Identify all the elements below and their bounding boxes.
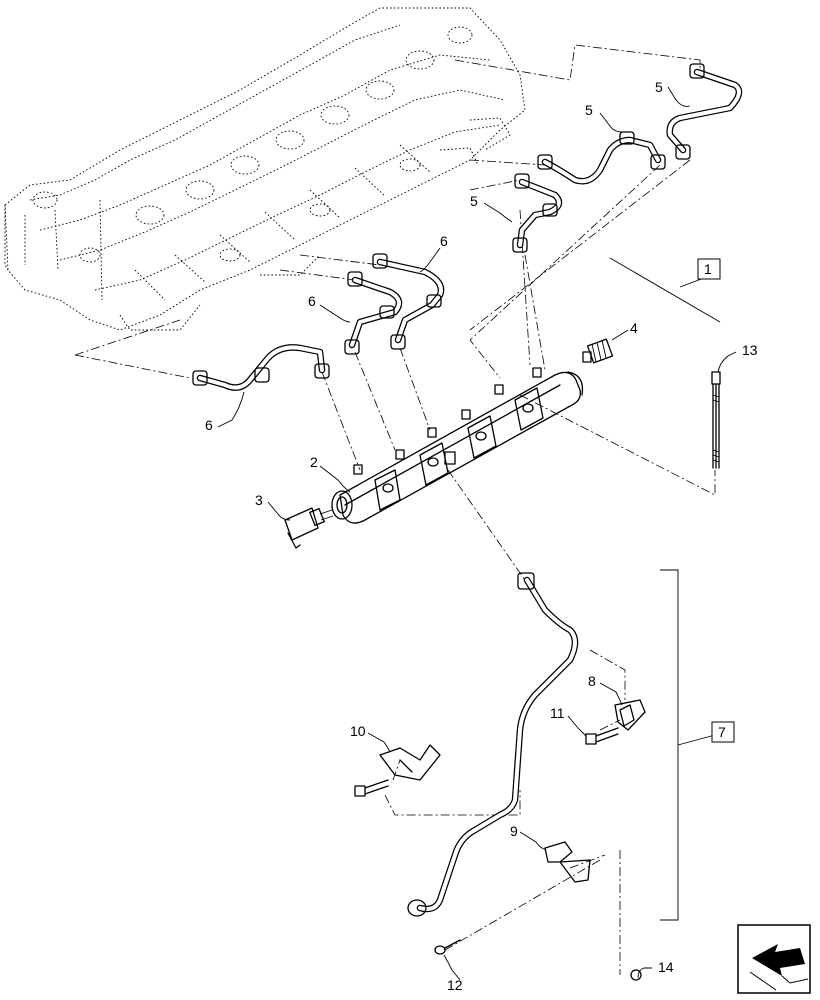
pressure-sensor [284,507,334,549]
callout-9: 9 [510,823,518,839]
callout-box-1 [697,258,721,280]
injector-pipes-6 [192,253,445,391]
callout-2: 2 [310,454,318,470]
bolt-10 [354,779,389,797]
engine-block-phantom [4,7,526,331]
callout-6b: 6 [308,293,316,309]
callout-1: 1 [704,261,712,277]
callout-6c: 6 [205,417,213,433]
rail-outlets [353,367,542,475]
pressure-relief-valve [582,338,614,364]
callout-10: 10 [350,723,366,739]
fuel-rail [331,367,584,524]
callout-6a: 6 [440,233,448,249]
callout-5c: 5 [470,193,478,209]
callout-5a: 5 [655,79,663,95]
bolt-12 [434,939,461,955]
stud [711,371,721,469]
dash-dot-leaders [74,44,716,975]
feed-pipe [407,572,579,917]
callout-leaders [217,86,737,981]
callout-12: 12 [447,977,463,993]
callout-13: 13 [742,342,758,358]
callout-8: 8 [588,673,596,689]
callout-box-7 [711,721,735,743]
nut-14 [630,969,642,981]
clamp-8 [614,699,646,731]
callouts: 1 2 3 4 5 5 5 6 6 6 7 8 9 10 11 12 13 14 [205,79,758,993]
callout-14: 14 [658,959,674,975]
bolt-11 [585,727,619,745]
callout-4: 4 [630,320,638,336]
injector-pipes-5 [512,63,743,253]
arrow-back-icon[interactable] [737,924,811,994]
clamp-10 [379,744,441,781]
callout-7: 7 [718,724,726,740]
clamp-9 [544,841,591,883]
callout-11: 11 [550,705,565,721]
callout-5b: 5 [585,102,593,118]
callout-3: 3 [255,492,263,508]
group-brackets [609,257,721,921]
